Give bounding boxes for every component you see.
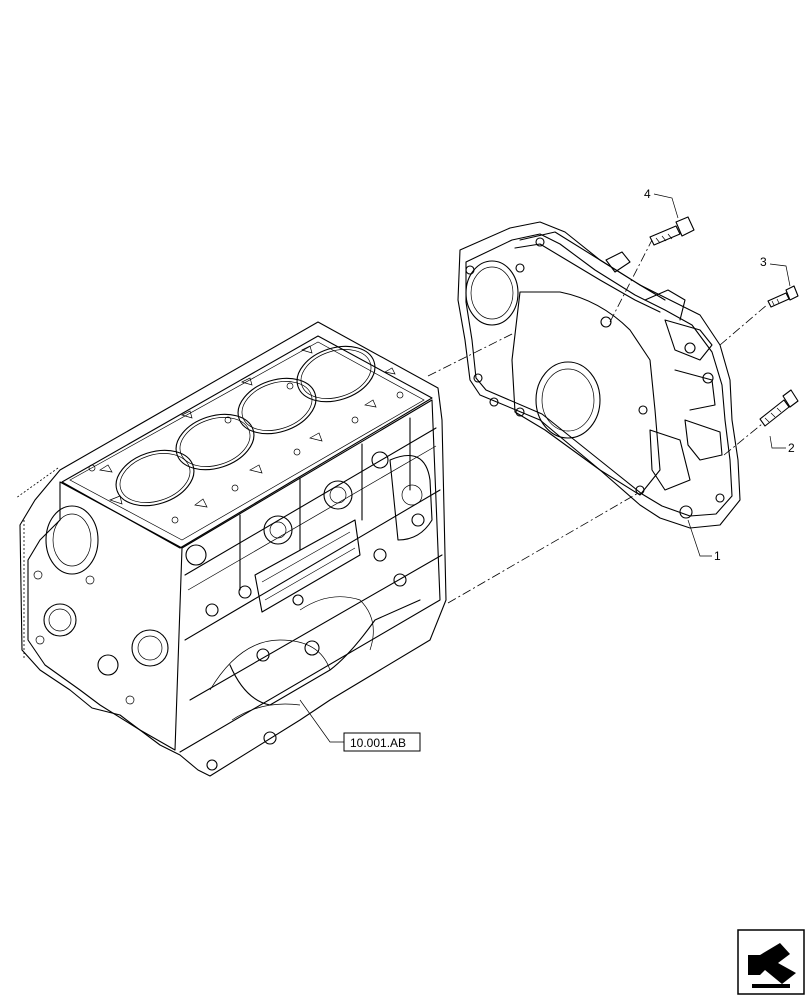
callout-2: 2 [788, 441, 795, 455]
reference-label[interactable]: 10.001.AB [350, 736, 406, 750]
reference-link[interactable]: 10.001.AB [343, 732, 421, 752]
callout-3: 3 [760, 255, 767, 269]
bolt-3 [767, 285, 799, 308]
engine-block [15, 321, 447, 777]
callout-leaders [299, 193, 791, 743]
callout-4: 4 [644, 187, 651, 201]
bolt-2 [759, 389, 799, 427]
next-page-arrow-icon[interactable] [737, 929, 805, 995]
timing-cover [457, 221, 741, 529]
callout-1: 1 [714, 549, 721, 563]
bolt-4 [649, 216, 695, 246]
assembly-lines [427, 239, 769, 604]
